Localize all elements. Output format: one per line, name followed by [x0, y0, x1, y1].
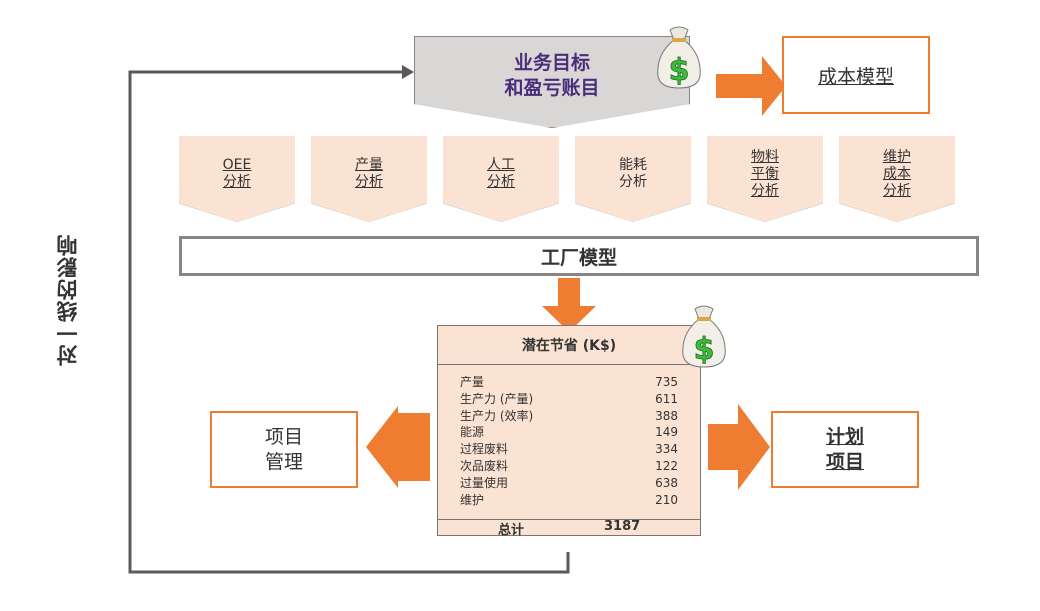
savings-row-value: 149: [655, 425, 678, 440]
arrow-left-body: [400, 424, 430, 470]
savings-row: 过程废料 334: [460, 441, 678, 458]
savings-row-label: 生产力 (产量): [460, 391, 534, 406]
project-management-box: 项目 管理: [210, 411, 358, 488]
arrow-to-savings: [542, 278, 596, 332]
savings-row: 生产力 (效率) 388: [460, 408, 678, 425]
analysis-material-line1: 物料: [751, 148, 779, 165]
feedback-loop-line: [128, 70, 570, 574]
analysis-output-line1: 产量: [355, 157, 383, 173]
savings-row-value: 210: [655, 492, 678, 507]
potential-savings-table: 潜在节省 (K$) 产量 735 生产力 (产量) 611 生产力 (效率) 3…: [437, 325, 701, 538]
analysis-oee-line1: OEE: [222, 157, 252, 173]
analysis-oee-line2: 分析: [223, 174, 251, 190]
factory-model-label: 工厂模型: [540, 246, 617, 269]
cost-model-label: 成本模型: [817, 65, 894, 88]
analysis-chevron-labor: 人工 分析: [443, 136, 559, 222]
savings-row-label: 维护: [460, 492, 485, 507]
savings-total-value: 3187: [604, 519, 641, 534]
savings-title: 潜在节省 (K$): [521, 338, 617, 354]
savings-row-label: 过量使用: [460, 475, 509, 490]
business-goal-line1: 业务目标: [513, 52, 590, 74]
analysis-chevron-material: 物料 平衡 分析: [707, 136, 823, 222]
svg-text:$: $: [669, 53, 690, 88]
savings-row-label: 次品废料: [460, 458, 509, 473]
analysis-material-line2: 平衡: [751, 165, 779, 182]
savings-row-value: 122: [655, 458, 678, 473]
analysis-labor-line2: 分析: [487, 174, 515, 190]
analysis-energy-line1: 能耗: [619, 157, 647, 173]
project-management-line1: 项目: [264, 425, 303, 448]
business-goal-line2: 和盈亏账目: [504, 77, 600, 99]
savings-header-divider: [438, 364, 700, 365]
plan-project-box: 计划 项目: [771, 411, 919, 488]
project-management-line2: 管理: [264, 450, 303, 473]
cost-model-box: 成本模型: [782, 36, 930, 114]
analysis-labor-line1: 人工: [487, 157, 515, 173]
analysis-chevron-oee: OEE 分析: [179, 136, 295, 222]
savings-row: 产量 735: [460, 374, 678, 391]
chevron-outlines: [179, 136, 955, 223]
savings-row-value: 638: [655, 475, 678, 490]
analysis-material-line3: 分析: [751, 182, 779, 199]
savings-total-label: 总计: [498, 523, 525, 538]
savings-row-label: 产量: [460, 375, 485, 389]
savings-row-label: 过程废料: [460, 442, 509, 457]
frontline-impact-label-container: 对一线的影响: [48, 150, 88, 450]
savings-row: 能源 149: [460, 424, 678, 441]
analysis-chevron-energy: 能耗 分析: [575, 136, 691, 222]
analysis-output-line2: 分析: [355, 174, 383, 190]
svg-text:$: $: [694, 332, 715, 367]
plan-project-line2: 项目: [825, 450, 864, 473]
arrow-to-plan-project: [708, 404, 770, 490]
savings-list: 产量 735 生产力 (产量) 611 生产力 (效率) 388 能源 149 …: [460, 374, 678, 508]
savings-row-label: 生产力 (效率): [460, 408, 534, 423]
feedback-arrowhead: [402, 65, 414, 79]
analysis-maintenance-line1: 维护: [883, 148, 911, 165]
factory-model-bar: 工厂模型: [179, 236, 979, 276]
money-bag-icon: $: [657, 26, 701, 89]
savings-row: 过量使用 638: [460, 475, 678, 492]
savings-row: 维护 210: [460, 492, 678, 509]
analysis-chevron-maintenance: 维护 成本 分析: [839, 136, 955, 222]
savings-total-row: 总计 3187: [438, 519, 700, 538]
analysis-maintenance-line3: 分析: [883, 182, 911, 199]
savings-row: 生产力 (产量) 611: [460, 391, 678, 408]
savings-row: 次品废料 122: [460, 458, 678, 475]
money-bag-icon: $: [682, 305, 726, 368]
savings-row-value: 388: [655, 408, 678, 423]
savings-row-label: 能源: [460, 425, 485, 440]
analysis-energy-line2: 分析: [619, 174, 647, 190]
savings-row-value: 334: [655, 442, 678, 457]
savings-total-divider: [438, 519, 700, 520]
arrow-to-cost-model: [716, 56, 786, 116]
analysis-chevron-output: 产量 分析: [311, 136, 427, 222]
frontline-impact-label: 对一线的影响: [56, 234, 80, 366]
savings-row-value: 735: [655, 375, 678, 389]
analysis-maintenance-line2: 成本: [883, 165, 911, 182]
plan-project-line1: 计划: [825, 425, 864, 448]
savings-row-value: 611: [655, 391, 678, 406]
